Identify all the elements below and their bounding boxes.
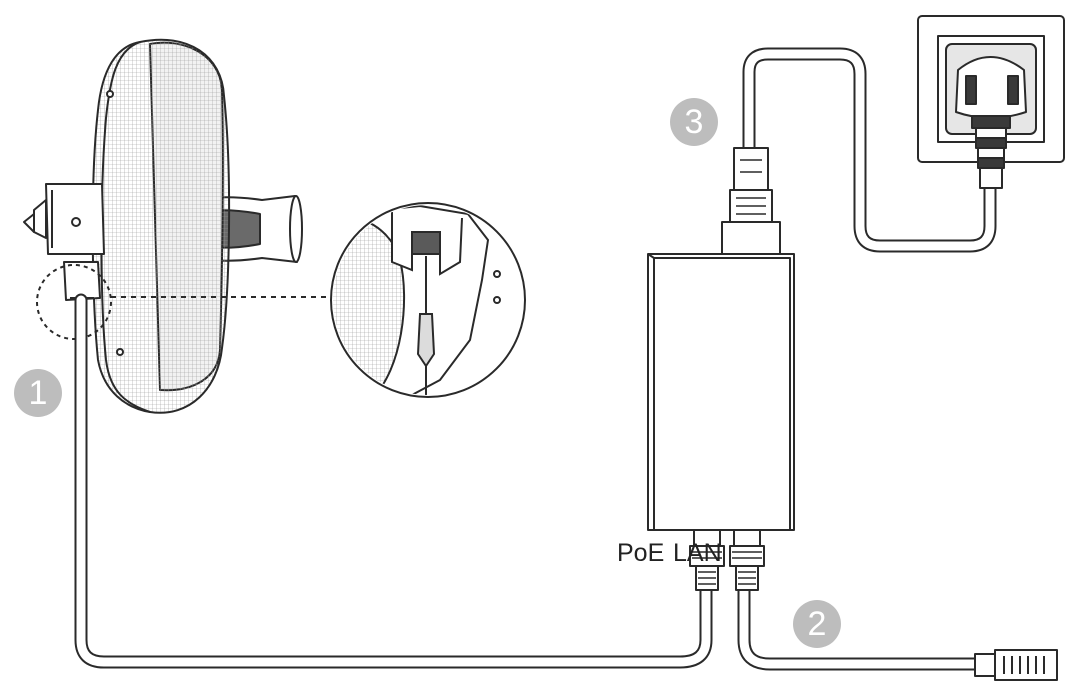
lan-port-label: LAN xyxy=(673,539,722,567)
antenna-dish xyxy=(91,38,231,414)
poe-injector-body xyxy=(647,253,795,531)
cables xyxy=(74,47,997,671)
power-connector xyxy=(721,147,781,255)
poe-injector xyxy=(647,147,795,591)
port-callout xyxy=(36,264,334,340)
magnified-port-view xyxy=(330,202,526,398)
rj45-plug xyxy=(974,649,1058,681)
antenna-bracket xyxy=(23,183,105,255)
cable-lan-to-network xyxy=(737,583,982,671)
poe-port-connector xyxy=(689,529,725,591)
antenna-lan-port xyxy=(63,261,101,301)
poe-port-label: PoE xyxy=(617,539,665,567)
step-badge-1: 1 xyxy=(14,369,62,417)
cpe-antenna-device xyxy=(23,38,303,414)
step-badge-2: 2 xyxy=(793,600,841,648)
wall-outlet xyxy=(917,15,1065,189)
lan-port-connector xyxy=(729,529,765,591)
step-badge-3: 3 xyxy=(670,98,718,146)
